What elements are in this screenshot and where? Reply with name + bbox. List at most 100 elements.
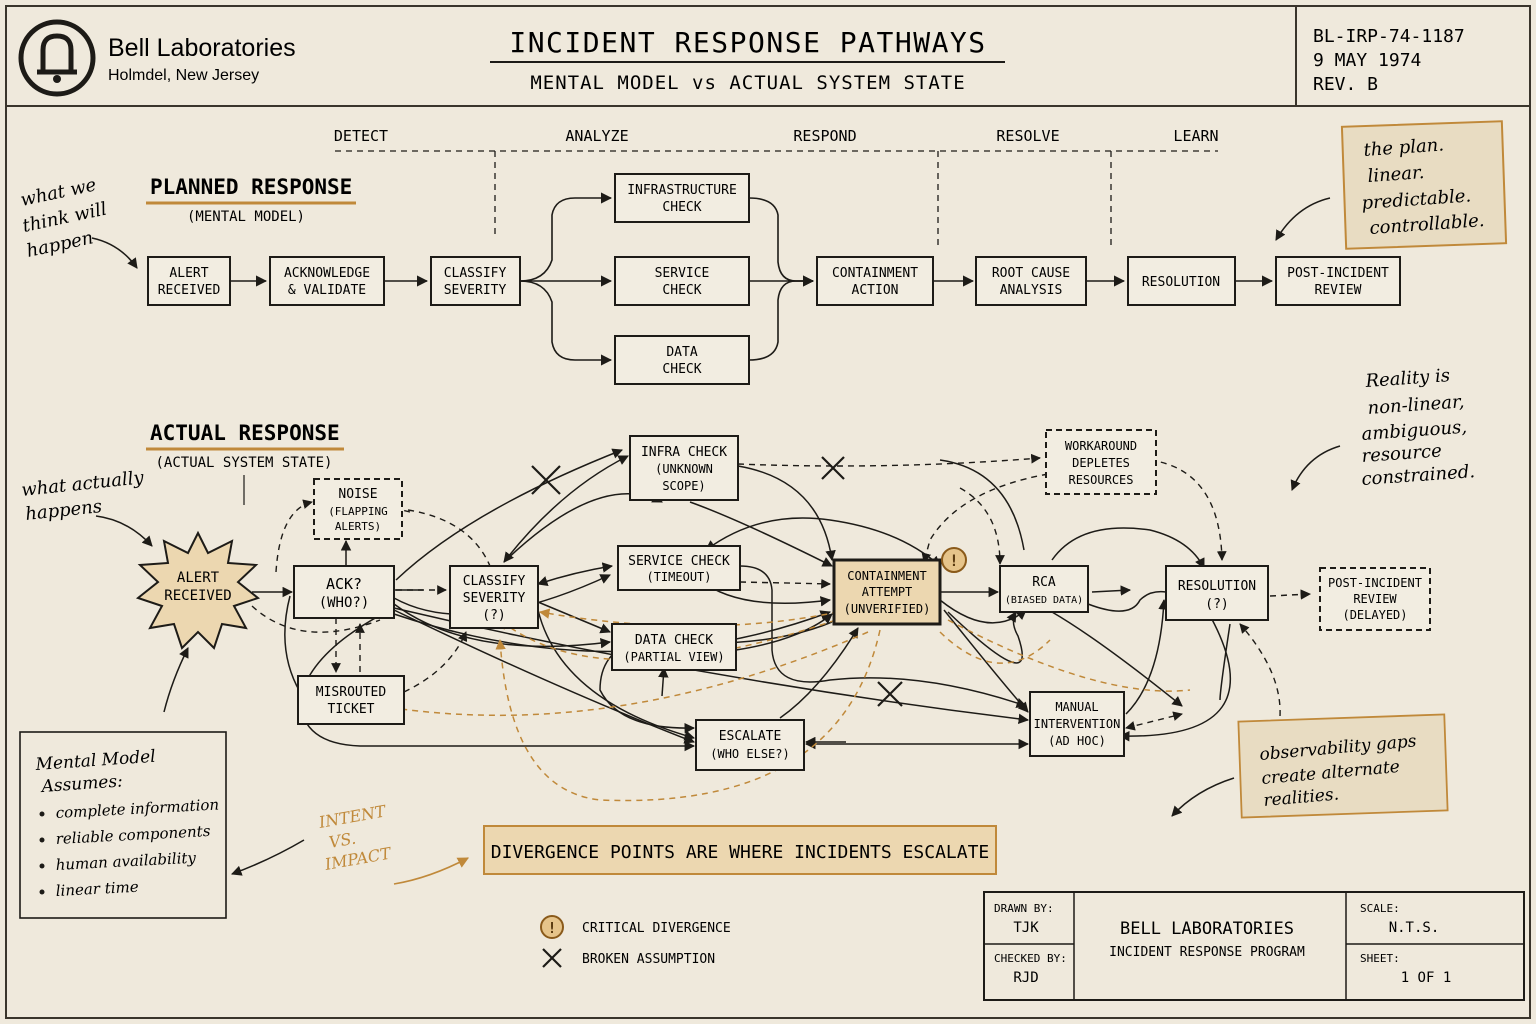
org-location: Holmdel, New Jersey — [108, 67, 259, 84]
divergence-banner: DIVERGENCE POINTS ARE WHERE INCIDENTS ES… — [483, 825, 997, 875]
broken-mark-1 — [531, 465, 561, 495]
actual-infra-label-2: (UNKNOWN — [655, 462, 713, 476]
planned-connectors — [230, 192, 1274, 366]
planned-rca-label-1: ROOT CAUSE — [992, 266, 1070, 281]
planned-title: PLANNED RESPONSE — [150, 175, 352, 199]
phase-labels: DETECT ANALYZE RESPOND RESOLVE LEARN — [334, 127, 1219, 145]
phase-dividers — [335, 150, 1218, 246]
phase-resolve: RESOLVE — [996, 127, 1059, 145]
title-block: DRAWN BY: TJK CHECKED BY: RJD BELL LABOR… — [983, 891, 1525, 1001]
planned-review-box — [1275, 256, 1401, 306]
actual-escalate-label-2: (WHO ELSE?) — [710, 747, 789, 761]
note-plan-line-2: linear. — [1367, 162, 1425, 187]
legend-critical-label: CRITICAL DIVERGENCE — [582, 921, 731, 936]
actual-alert-label-2: RECEIVED — [164, 588, 231, 604]
planned-review-label-2: REVIEW — [1315, 283, 1362, 298]
actual-manual-label-1: MANUAL — [1055, 700, 1098, 714]
actual-alert-label-1: ALERT — [177, 570, 220, 586]
actual-noise-box — [313, 478, 403, 540]
arrow-plan — [1275, 197, 1331, 241]
actual-boxes — [293, 429, 1431, 771]
legend-critical-icon — [540, 915, 564, 939]
actual-misrouted-label-1: MISROUTED — [316, 685, 387, 700]
note-reality-line-2: non-linear, — [1367, 391, 1465, 419]
actual-workaround-label-3: RESOURCES — [1068, 473, 1133, 487]
actual-title: ACTUAL RESPONSE — [150, 421, 340, 445]
page-subtitle: MENTAL MODEL vs ACTUAL SYSTEM STATE — [530, 72, 965, 94]
note-reality-line-4: resource — [1361, 440, 1443, 467]
actual-infra-label-3: SCOPE) — [662, 479, 705, 493]
title-block-checked-value: RJD — [1013, 970, 1038, 986]
actual-ack-box — [293, 565, 395, 619]
arrow-actually — [95, 515, 153, 547]
planned-alert-label-2: RECEIVED — [158, 283, 221, 298]
actual-workaround-box — [1045, 429, 1157, 495]
actual-rca-label-2: (BIASED DATA) — [1005, 595, 1083, 606]
actual-connectors — [252, 448, 1312, 752]
phase-respond: RESPOND — [793, 127, 856, 145]
planned-subtitle: (MENTAL MODEL) — [187, 209, 305, 225]
planned-service-label-2: CHECK — [662, 283, 701, 298]
actual-rca-label-1: RCA — [1032, 575, 1056, 590]
note-the-plan: the plan. linear. predictable. controlla… — [1340, 120, 1508, 250]
phase-analyze: ANALYZE — [565, 127, 628, 145]
note-reality-line-3: ambiguous, — [1361, 417, 1468, 445]
legend-broken-icon — [542, 948, 562, 968]
planned-service-box — [614, 256, 750, 306]
actual-classify-label-3: (?) — [482, 608, 505, 623]
planned-infra-label-2: CHECK — [662, 200, 701, 215]
bell-logo-icon — [18, 19, 96, 97]
planned-rca-label-2: ANALYSIS — [1000, 283, 1063, 298]
critical-divergence-marker: ! — [941, 547, 967, 573]
page-title: INCIDENT RESPONSE PATHWAYS — [509, 26, 986, 59]
actual-service-label-2: (TIMEOUT) — [646, 570, 711, 584]
actual-containment-label-1: CONTAINMENT — [847, 569, 926, 583]
actual-classify-label-1: CLASSIFY — [463, 574, 526, 589]
arrow-intent — [393, 857, 469, 885]
actual-containment-box — [832, 558, 942, 626]
arrow-think — [91, 237, 138, 269]
arrow-assumptions — [231, 839, 305, 876]
planned-containment-label-2: ACTION — [852, 283, 899, 298]
arrow-reality — [1290, 445, 1341, 491]
doc-number: BL-IRP-74-1187 — [1313, 26, 1465, 47]
actual-review-label-1: POST-INCIDENT — [1328, 576, 1422, 590]
actual-ack-label-2: (WHO?) — [319, 595, 370, 611]
planned-infra-box — [614, 173, 750, 223]
broken-mark-2 — [821, 456, 845, 480]
note-actually-line-1: what actually — [20, 467, 145, 501]
planned-classify-box — [430, 256, 521, 306]
note-what-we-think: what we think will happen — [19, 174, 109, 261]
actual-manual-label-2: INTERVENTION — [1034, 717, 1121, 731]
actual-containment-label-2: ATTEMPT — [862, 585, 913, 599]
actual-service-box — [617, 545, 741, 591]
phase-learn: LEARN — [1173, 127, 1218, 145]
planned-ack-box — [269, 256, 385, 306]
planned-alert-box — [147, 256, 231, 306]
critical-marker-symbol: ! — [949, 551, 959, 570]
planned-rca-box — [975, 256, 1087, 306]
actual-resolution-label-2: (?) — [1205, 597, 1228, 612]
planned-service-label-1: SERVICE — [655, 266, 710, 281]
note-observability: observability gaps create alternate real… — [1237, 713, 1449, 819]
planned-alert-label-1: ALERT — [169, 266, 208, 281]
planned-containment-box — [816, 256, 934, 306]
actual-infra-box — [629, 435, 739, 501]
broken-assumption-marks — [531, 456, 903, 707]
title-block-center-1: BELL LABORATORIES — [1120, 919, 1294, 939]
actual-rca-box — [999, 565, 1089, 613]
doc-revision: REV. B — [1313, 74, 1378, 95]
actual-data-label-1: DATA CHECK — [635, 633, 713, 648]
planned-data-label-2: CHECK — [662, 362, 701, 377]
actual-resolution-label-1: RESOLUTION — [1178, 579, 1256, 594]
planned-containment-label-1: CONTAINMENT — [832, 266, 918, 281]
actual-misrouted-label-2: TICKET — [328, 702, 375, 717]
planned-review-label-1: POST-INCIDENT — [1287, 266, 1389, 281]
title-block-checked-label: CHECKED BY: — [994, 952, 1067, 965]
planned-box-labels: ALERT RECEIVED ACKNOWLEDGE & VALIDATE CL… — [158, 183, 1389, 377]
arrow-mental-model — [163, 647, 189, 713]
arrow-observability-up — [1239, 623, 1281, 717]
note-reality-line-1: Reality is — [1364, 365, 1451, 392]
